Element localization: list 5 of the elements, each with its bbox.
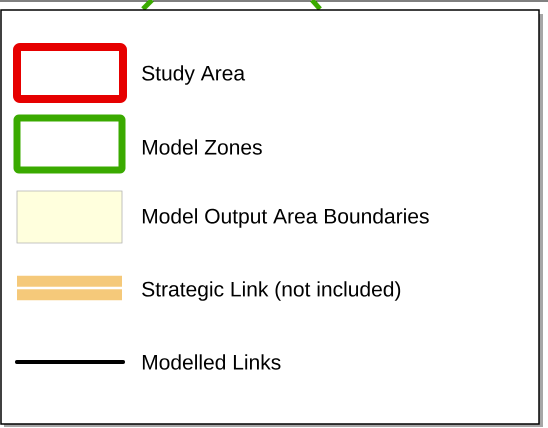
legend-label: Study Area [142, 65, 246, 85]
legend-label: Modelled Links [142, 354, 280, 370]
legend-label: Model Output Area Boundaries [142, 208, 429, 228]
legend-label: Model Zones [142, 139, 262, 155]
legend-label: Strategic Link (not included) [142, 281, 400, 301]
